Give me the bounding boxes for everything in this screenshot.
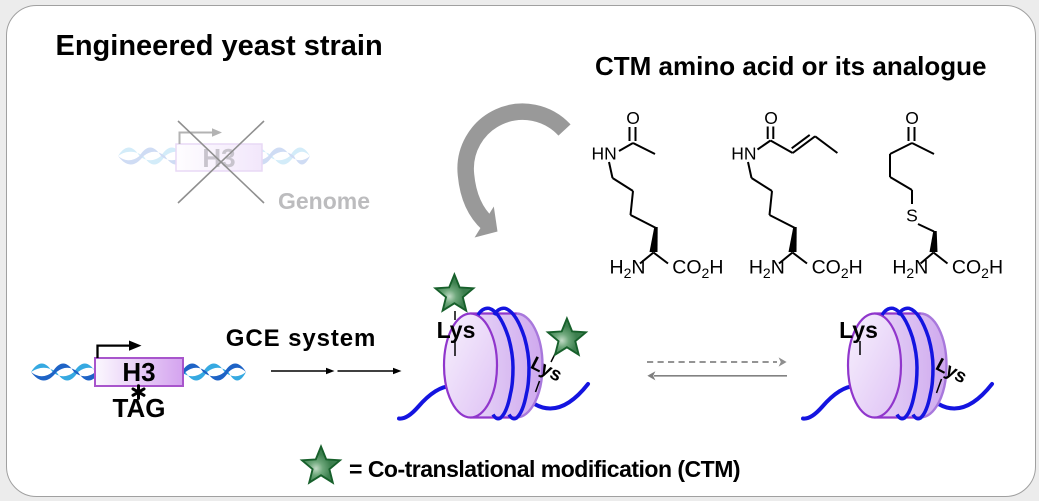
svg-text:HN: HN xyxy=(592,143,617,163)
svg-text:O: O xyxy=(764,108,778,128)
svg-text:TAG: TAG xyxy=(113,393,166,423)
svg-text:H2N: H2N xyxy=(892,257,928,281)
svg-text:S: S xyxy=(906,205,918,225)
svg-text:CO2H: CO2H xyxy=(812,257,863,281)
svg-text:Engineered yeast strain: Engineered yeast strain xyxy=(56,30,383,62)
svg-text:H3: H3 xyxy=(122,357,155,387)
svg-text:CO2H: CO2H xyxy=(952,257,1003,281)
svg-text:GCE system: GCE system xyxy=(226,325,376,352)
svg-text:CTM amino acid or its analogue: CTM amino acid or its analogue xyxy=(595,51,987,81)
svg-text:HN: HN xyxy=(731,143,756,163)
svg-text:Genome: Genome xyxy=(278,188,370,214)
svg-text:= Co-translational modificatio: = Co-translational modification (CTM) xyxy=(349,456,740,482)
svg-text:CO2H: CO2H xyxy=(672,257,723,281)
svg-text:Lys: Lys xyxy=(437,317,476,343)
svg-text:O: O xyxy=(626,108,640,128)
svg-text:O: O xyxy=(905,108,919,128)
svg-text:Lys: Lys xyxy=(839,317,878,343)
svg-text:H3: H3 xyxy=(202,143,235,173)
